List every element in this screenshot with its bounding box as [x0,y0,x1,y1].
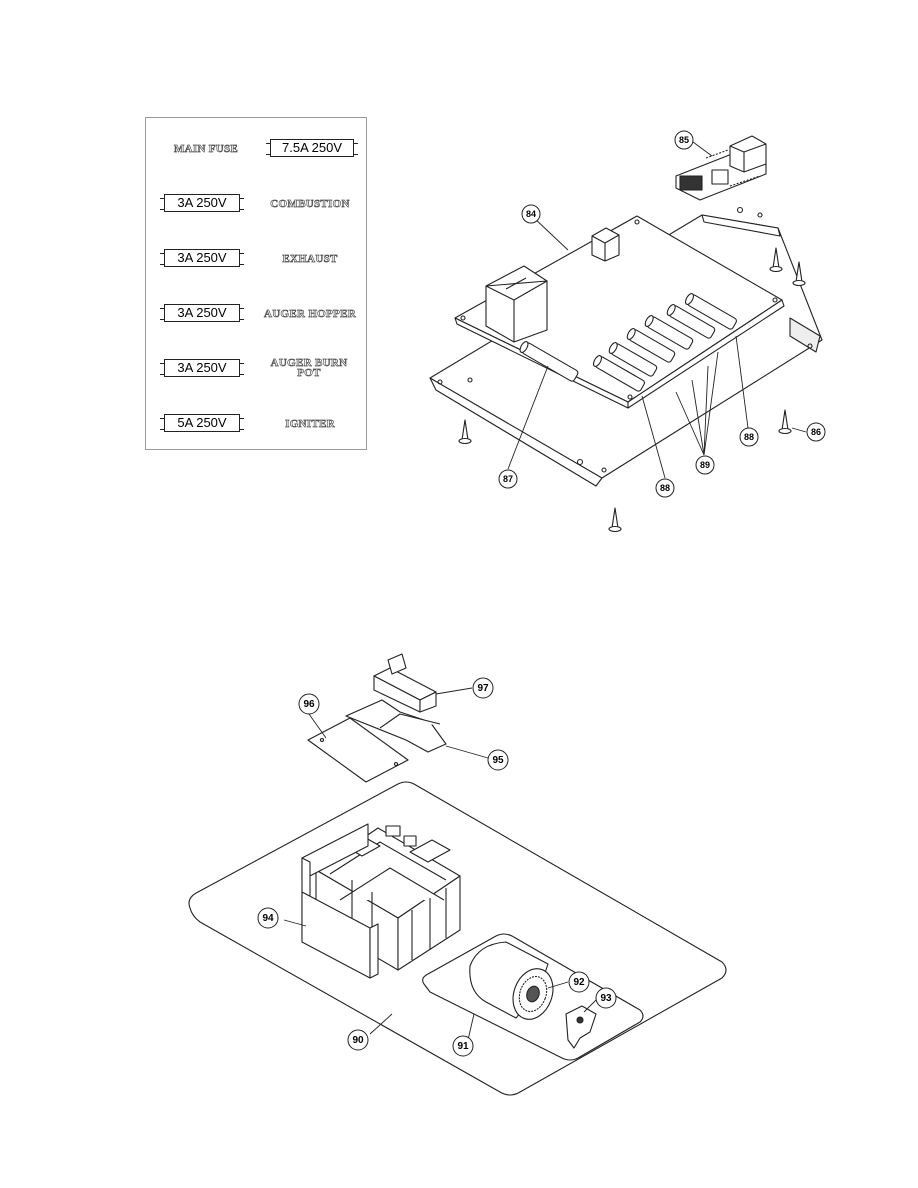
callout-88-right: 88 [739,427,759,447]
interface-board [675,135,767,201]
callout-94: 94 [257,907,279,929]
callout-87: 87 [498,469,518,489]
fuse-row-main: MAIN FUSE 7.5A 250V [146,136,366,166]
transformer [485,265,548,343]
fuse-label: AUGER HOPPER [264,308,356,320]
svg-text:88: 88 [660,483,670,493]
callout-set: 84 85 86 87 88 88 89 90 91 92 93 94 95 9… [257,130,826,1057]
fuse-label: EXHAUST [282,253,338,265]
fuse-row-igniter: 5A 250V IGNITER [146,411,366,441]
fuse-row-exhaust: 3A 250V EXHAUST [146,246,366,276]
svg-text:91: 91 [457,1041,469,1052]
cover-plate [345,699,447,753]
callout-96: 96 [298,693,320,715]
gasket-plate [307,717,409,783]
svg-text:85: 85 [679,135,689,145]
svg-text:94: 94 [262,913,274,924]
kit-outline-blower [422,933,644,1061]
callout-85: 85 [674,130,694,150]
leader-lines-top [507,141,807,479]
fuse-row-combustion: 3A 250V COMBUSTION [146,191,366,221]
fuse-chart-panel: MAIN FUSE 7.5A 250V 3A 250V COMBUSTION 3… [145,117,367,450]
standoff-set [458,247,806,533]
svg-text:88: 88 [744,432,754,442]
fuse-row-auger-burn-pot: 3A 250V AUGER BURN POT [146,356,366,386]
svg-text:90: 90 [352,1035,364,1046]
fuse-rating: 3A 250V [160,359,244,377]
fuse-rating: 3A 250V [160,249,244,267]
svg-text:97: 97 [477,683,489,694]
callout-95: 95 [487,749,509,771]
svg-text:84: 84 [526,209,536,219]
bracket [373,653,437,713]
callout-86: 86 [806,422,826,442]
fuse-label: MAIN FUSE [173,143,239,155]
svg-text:92: 92 [573,977,585,988]
callout-97: 97 [472,677,494,699]
svg-text:87: 87 [503,474,513,484]
svg-text:95: 95 [492,755,504,766]
combustion-blower [469,941,554,1020]
relay [591,227,620,262]
callout-88-lower: 88 [655,478,675,498]
fuse-rating: 3A 250V [160,194,244,212]
callout-84: 84 [521,204,541,224]
fuse-rating: 3A 250V [160,304,244,322]
callout-89: 89 [695,455,715,475]
callout-93: 93 [595,987,617,1009]
front-panel [301,891,379,979]
svg-text:86: 86 [811,427,821,437]
blower-motor [565,1005,597,1049]
callout-91: 91 [452,1035,474,1057]
fuse-row-auger-hopper: 3A 250V AUGER HOPPER [146,301,366,331]
callout-90: 90 [347,1029,369,1051]
fuse-label: AUGER BURN POT [270,357,348,379]
leader-lines-bottom [283,687,597,1041]
fuse-label: COMBUSTION [270,198,350,210]
svg-text:89: 89 [700,460,710,470]
callout-92: 92 [568,971,590,993]
fuse-rating: 7.5A 250V [266,139,358,157]
fuse-set [519,293,737,392]
fuse-rating: 5A 250V [160,414,244,432]
svg-text:93: 93 [600,993,612,1004]
svg-text:96: 96 [303,699,315,710]
kit-outline-large [188,781,727,1096]
fuse-label: IGNITER [285,418,335,430]
